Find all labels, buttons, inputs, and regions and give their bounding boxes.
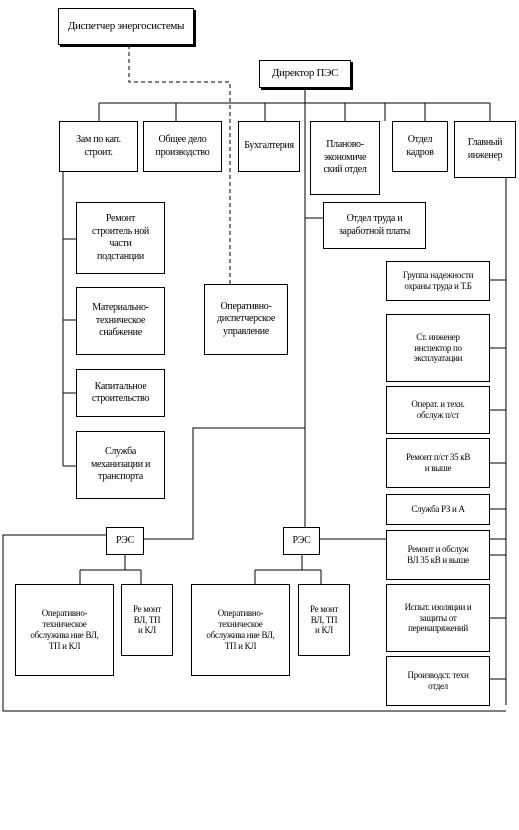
director-box: Директор ПЭС: [259, 60, 351, 88]
res-repair-label-2: Ре монт ВЛ, ТП и КЛ: [310, 603, 338, 636]
outer-loop: [2, 534, 506, 712]
capital-construction-box: Капитальное строительство: [76, 369, 165, 417]
planning-dept-label: Планово- экономиче ский отдел: [323, 139, 367, 176]
operational-dispatch-label: Оперативно- диспетчерское управление: [217, 300, 275, 337]
deputy-capital-box: Зам по кап. строит.: [59, 121, 138, 172]
accounting-label: Бухгалтерия: [244, 140, 294, 152]
res-repair-box-2: Ре монт ВЛ, ТП и КЛ: [298, 584, 350, 656]
material-supply-box: Материально- техническое снабжение: [76, 287, 165, 355]
accounting-box: Бухгалтерия: [238, 121, 300, 172]
mechanization-transport-box: Служба механизации и транспорта: [76, 431, 165, 499]
material-supply-label: Материально- техническое снабжение: [92, 302, 149, 339]
director-label: Директор ПЭС: [271, 67, 339, 80]
operational-dispatch-box: Оперативно- диспетчерское управление: [204, 284, 288, 355]
relay-protection-service-box: Служба РЗ и А: [386, 494, 490, 525]
res-box-2: РЭС: [283, 527, 320, 555]
reliability-safety-group-box: Группа надежности охраны труда и Т.Б: [386, 261, 490, 301]
mechanization-transport-label: Служба механизации и транспорта: [90, 446, 151, 483]
res-left-link: [144, 427, 305, 540]
line-repair-35kv-box: Ремонт и обслуж ВЛ 35 кВ и выше: [386, 530, 490, 580]
reliability-safety-group-label: Группа надежности охраны труда и Т.Б: [402, 270, 474, 291]
labor-wages-dept-label: Отдел труда и заработной платы: [338, 213, 411, 237]
personnel-dept-box: Отдел кадров: [392, 121, 448, 172]
production-tech-dept-label: Производст. техн отдел: [407, 670, 469, 691]
planning-dept-box: Планово- экономиче ский отдел: [310, 121, 380, 195]
res-ops-service-label-1: Оперативно- техническое обслужива ние ВЛ…: [30, 608, 99, 651]
insulation-testing-label: Испыт. изоляции и защиты от перенапряжен…: [404, 601, 472, 634]
production-tech-dept-box: Производст. техн отдел: [386, 656, 490, 706]
res-ops-service-box-1: Оперативно- техническое обслужива ние ВЛ…: [15, 584, 114, 676]
general-affairs-box: Общее дело производство: [143, 121, 222, 172]
line-repair-35kv-label: Ремонт и обслуж ВЛ 35 кВ и выше: [407, 544, 469, 565]
chief-engineer-box: Главный инженер: [454, 121, 516, 178]
chief-engineer-label: Главный инженер: [467, 137, 503, 161]
substation-service-label: Операт. и техн. обслуж п/ст: [411, 399, 465, 420]
res-repair-box-1: Ре монт ВЛ, ТП и КЛ: [121, 584, 173, 656]
senior-inspector-box: Ст. инженер инспектор по эксплуатации: [386, 314, 490, 382]
dispatcher-dashed-link: [128, 45, 231, 284]
general-affairs-label: Общее дело производство: [155, 134, 210, 158]
insulation-testing-box: Испыт. изоляции и защиты от перенапряжен…: [386, 584, 490, 652]
substation-service-box: Операт. и техн. обслуж п/ст: [386, 386, 490, 434]
substation-repair-label: Ремонт строитель ной части подстанции: [92, 213, 149, 262]
substation-repair-35kv-box: Ремонт п/ст 35 кВ и выше: [386, 438, 490, 488]
res-title-1: РЭС: [116, 534, 134, 546]
res-ops-service-box-2: Оперативно- техническое обслужива ние ВЛ…: [191, 584, 290, 676]
senior-inspector-label: Ст. инженер инспектор по эксплуатации: [413, 331, 463, 364]
relay-protection-service-label: Служба РЗ и А: [411, 504, 465, 515]
res-title-2: РЭС: [292, 534, 311, 546]
res-repair-label-1: Ре монт ВЛ, ТП и КЛ: [133, 603, 161, 636]
substation-repair-box: Ремонт строитель ной части подстанции: [76, 202, 165, 274]
dispatcher-label: Диспетчер энергосистемы: [67, 19, 185, 32]
labor-wages-dept-box: Отдел труда и заработной платы: [323, 202, 426, 249]
dispatcher-box: Диспетчер энергосистемы: [58, 8, 194, 45]
res-ops-service-label-2: Оперативно- техническое обслужива ние ВЛ…: [206, 608, 275, 651]
deputy-capital-label: Зам по кап. строит.: [76, 134, 121, 158]
capital-construction-label: Капитальное строительство: [91, 380, 150, 405]
res-box-1: РЭС: [106, 527, 144, 555]
personnel-dept-label: Отдел кадров: [406, 134, 434, 158]
substation-repair-35kv-label: Ремонт п/ст 35 кВ и выше: [405, 452, 471, 473]
